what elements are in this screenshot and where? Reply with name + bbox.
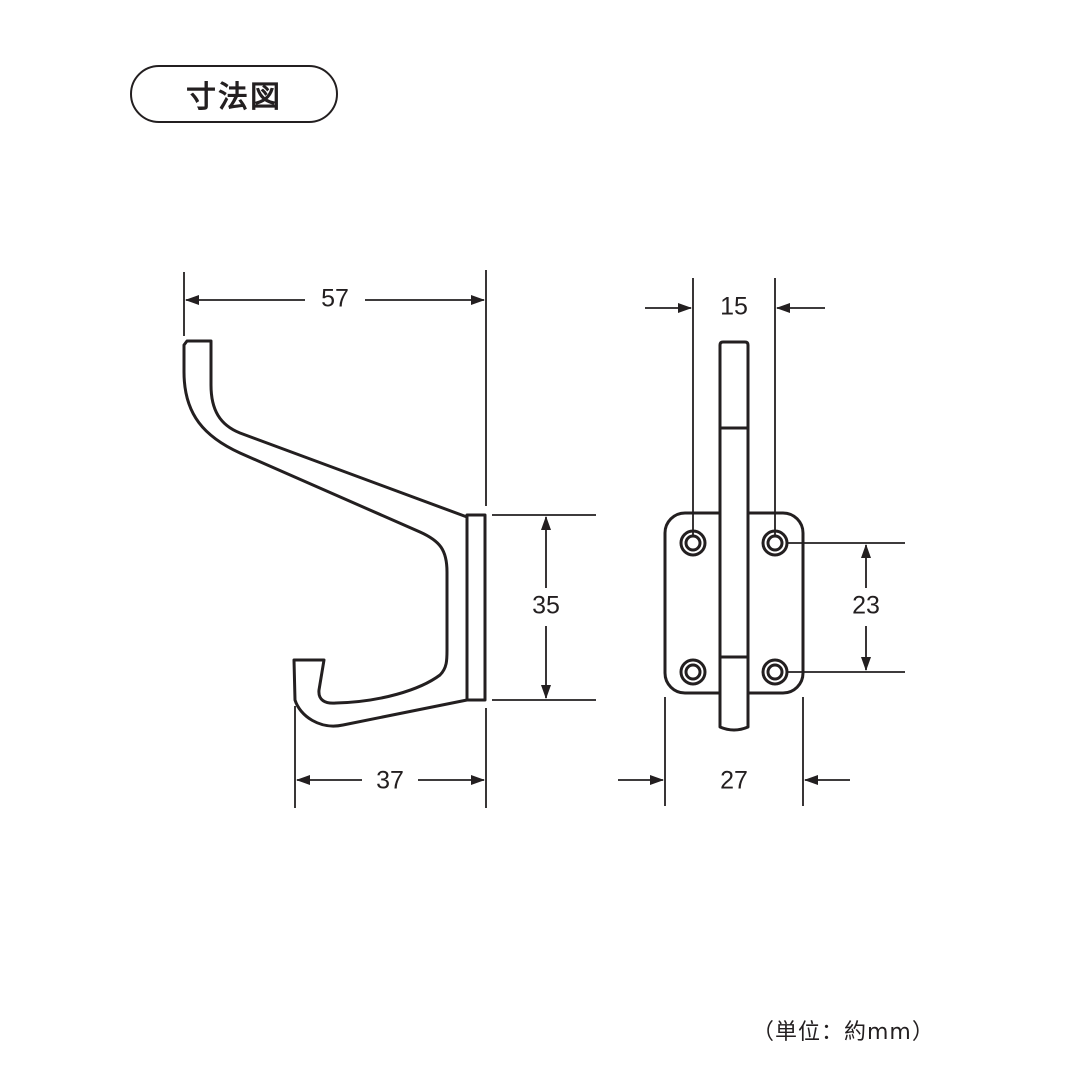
screw-hole [761,658,789,686]
dimension-23: 23 [787,542,905,673]
screw-hole [679,529,707,557]
dimension-label: 15 [720,293,748,321]
hook-side-view [182,339,487,728]
dimension-15: 15 [645,278,825,536]
hook-body [182,339,469,728]
dimension-37: 37 [294,706,487,808]
hook-back-plate [465,513,487,702]
dimension-label: 35 [532,592,560,620]
dimension-27: 27 [618,697,850,806]
hook-bar [718,340,750,732]
dimension-label: 57 [321,285,349,313]
section-title: 寸法図 [186,80,282,115]
dimension-label: 23 [852,592,880,620]
unit-note: （単位：約mm） [752,1020,935,1045]
dimension-label: 27 [720,767,748,795]
screw-hole [679,658,707,686]
dimension-35: 35 [492,514,596,701]
hook-front-view [663,340,805,732]
dimension-57: 57 [183,270,487,506]
section-title-badge: 寸法図 [130,65,338,123]
dimension-label: 37 [376,767,404,795]
